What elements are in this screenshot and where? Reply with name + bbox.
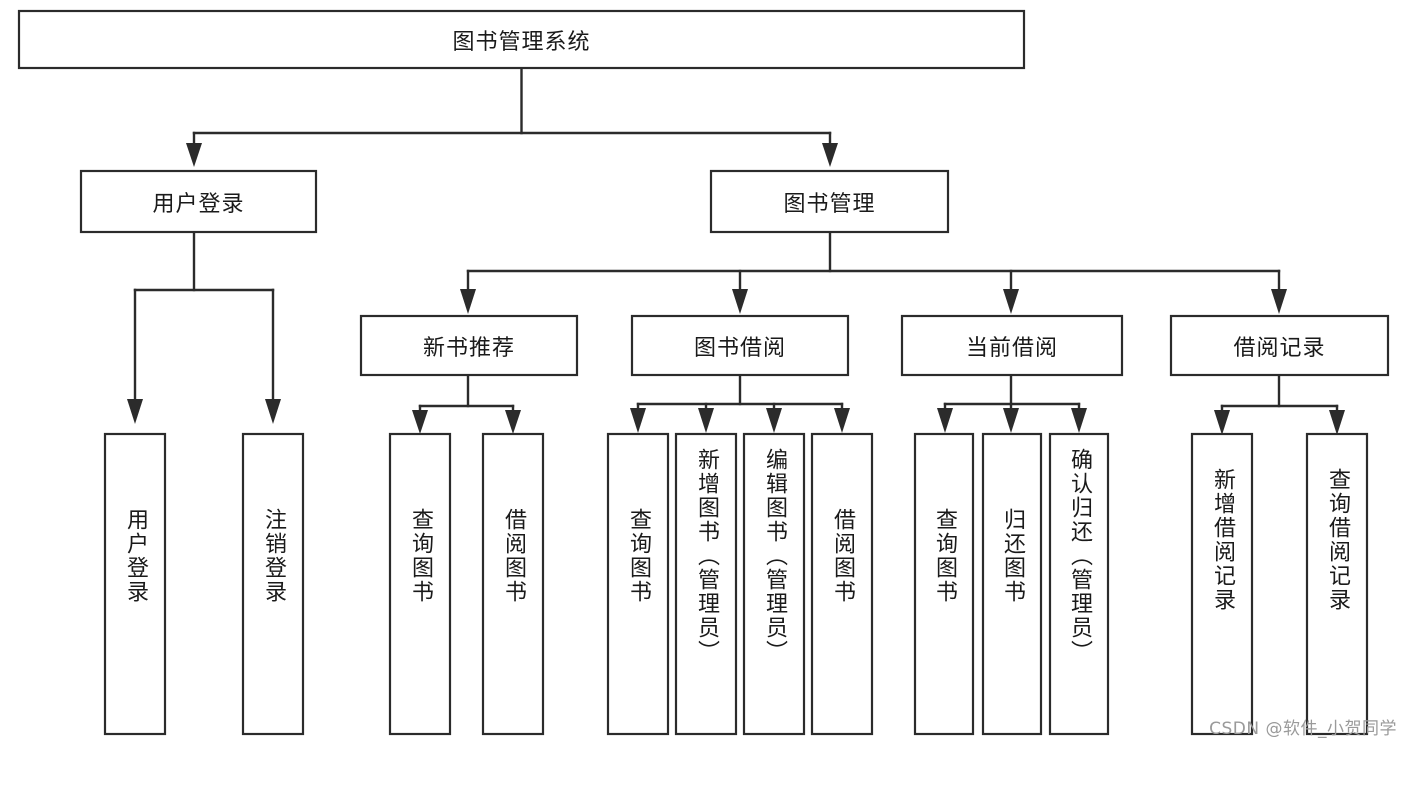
node-leaf-new-book-1-box[interactable] <box>388 432 452 736</box>
node-user-login-box[interactable] <box>79 169 318 234</box>
connector-group-root <box>186 66 838 167</box>
node-leaf-current-borrow-3-box[interactable] <box>1048 432 1110 736</box>
node-borrow-book-box[interactable] <box>630 314 850 377</box>
node-leaf-user-login-2-box[interactable] <box>241 432 305 736</box>
connector-group-borrow-record <box>1214 373 1345 435</box>
arrow-borrowbook-leaf-1 <box>630 408 646 433</box>
arrow-bookmgmt-to-currentborrow <box>1003 289 1019 314</box>
arrow-borrowrecord-leaf-2 <box>1329 410 1345 435</box>
arrow-borrowrecord-leaf-1 <box>1214 410 1230 435</box>
node-leaf-current-borrow-1-box[interactable] <box>913 432 975 736</box>
arrow-currentborrow-leaf-3 <box>1071 408 1087 433</box>
arrow-login-leaf-2 <box>265 399 281 424</box>
node-leaf-borrow-book-3-box[interactable] <box>742 432 806 736</box>
arrow-currentborrow-leaf-1 <box>937 408 953 433</box>
arrow-login-leaf-1 <box>127 399 143 424</box>
node-leaf-borrow-record-1-box[interactable] <box>1190 432 1254 736</box>
arrow-newbook-leaf-1 <box>412 410 428 434</box>
diagram-svg <box>17 9 1390 736</box>
connector-group-borrow-book <box>630 373 850 433</box>
node-current-borrow-box[interactable] <box>900 314 1124 377</box>
node-leaf-borrow-book-2-box[interactable] <box>674 432 738 736</box>
node-new-book-box[interactable] <box>359 314 579 377</box>
arrow-borrowbook-leaf-2 <box>698 408 714 433</box>
connector-group-new-book <box>412 373 521 434</box>
connector-group-current-borrow <box>937 373 1087 433</box>
arrow-bookmgmt-to-newbook <box>460 289 476 314</box>
node-leaf-current-borrow-2-box[interactable] <box>981 432 1043 736</box>
node-leaf-new-book-2-box[interactable] <box>481 432 545 736</box>
arrow-root-to-login <box>186 143 202 167</box>
node-leaf-borrow-book-4-box[interactable] <box>810 432 874 736</box>
diagram-canvas: 图书管理系统 用户登录 图书管理 新书推荐 图书借阅 当前借阅 借阅记录 用户登… <box>17 9 1397 739</box>
arrow-currentborrow-leaf-2 <box>1003 408 1019 433</box>
arrow-bookmgmt-to-borrowrecord <box>1271 289 1287 314</box>
arrow-root-to-bookmgmt <box>822 143 838 167</box>
node-root-box[interactable] <box>17 9 1026 70</box>
node-leaf-user-login-1-box[interactable] <box>103 432 167 736</box>
arrow-newbook-leaf-2 <box>505 410 521 434</box>
csdn-watermark: CSDN @软件_小贺同学 <box>1209 719 1397 739</box>
node-leaf-borrow-book-1-box[interactable] <box>606 432 670 736</box>
node-leaf-borrow-record-2-box[interactable] <box>1305 432 1369 736</box>
connector-group-user-login <box>127 230 281 424</box>
connector-group-book-mgmt <box>460 230 1287 314</box>
arrow-borrowbook-leaf-4 <box>834 408 850 433</box>
node-borrow-record-box[interactable] <box>1169 314 1390 377</box>
arrow-borrowbook-leaf-3 <box>766 408 782 433</box>
node-book-mgmt-box[interactable] <box>709 169 950 234</box>
arrow-bookmgmt-to-borrowbook <box>732 289 748 314</box>
